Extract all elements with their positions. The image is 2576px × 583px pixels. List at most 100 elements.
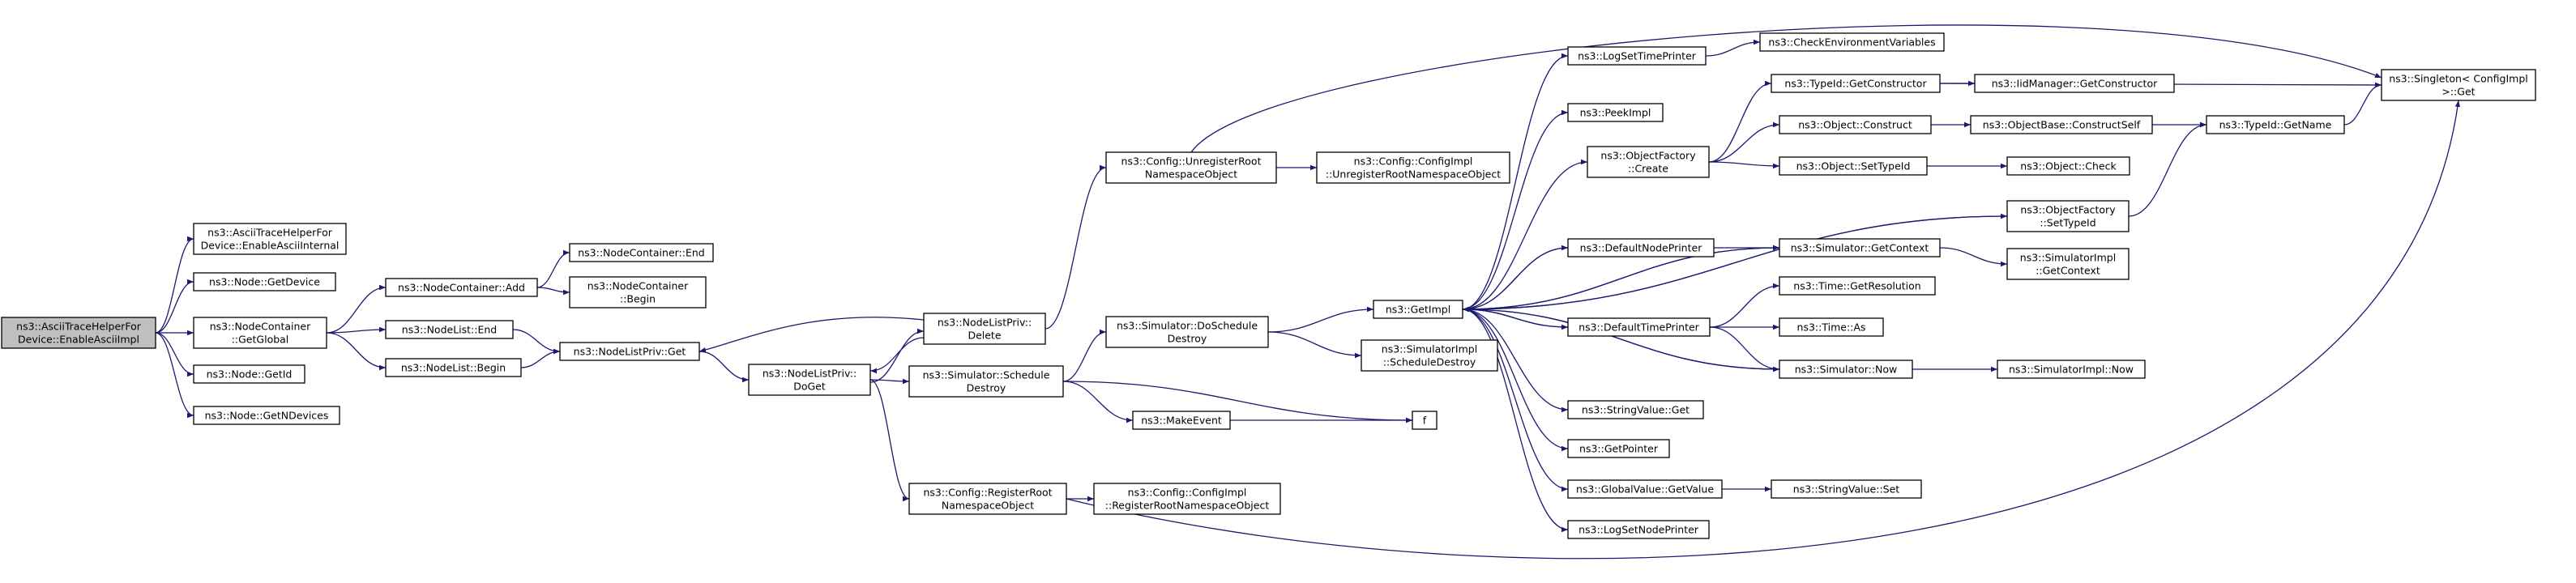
node-box bbox=[1105, 151, 1277, 184]
edge-cfgRegRoot-to-singletonGet bbox=[1066, 100, 2461, 560]
node-label: ns3::GetImpl bbox=[1386, 304, 1450, 316]
node-getPointer[interactable]: ns3::GetPointer bbox=[1567, 439, 1670, 458]
node-label: ns3::StringValue::Set bbox=[1793, 483, 1899, 496]
node-ofSetTypeId[interactable]: ns3::ObjectFactory::SetTypeId bbox=[2006, 200, 2130, 232]
node-box bbox=[559, 342, 700, 361]
node-label: ns3::Config::RegisterRoot bbox=[923, 487, 1052, 499]
edge-logSetTimePrinter-to-checkEnv bbox=[1705, 39, 1761, 57]
edge-nlpDoGet-to-cfgRegRoot bbox=[869, 379, 910, 502]
node-strValGet[interactable]: ns3::StringValue::Get bbox=[1567, 400, 1704, 419]
node-nlpDelete[interactable]: ns3::NodeListPriv::Delete bbox=[923, 313, 1046, 345]
node-timeAs[interactable]: ns3::Time::As bbox=[1779, 317, 1884, 337]
node-nodeGetNDevices[interactable]: ns3::Node::GetNDevices bbox=[193, 406, 340, 425]
node-makeEvent[interactable]: ns3::MakeEvent bbox=[1132, 411, 1231, 430]
node-cfgUnregRoot[interactable]: ns3::Config::UnregisterRootNamespaceObje… bbox=[1105, 151, 1277, 184]
node-box bbox=[1779, 360, 1913, 379]
node-getImpl[interactable]: ns3::GetImpl bbox=[1373, 300, 1463, 319]
node-box bbox=[1412, 411, 1438, 430]
node-typeIdGetName[interactable]: ns3::TypeId::GetName bbox=[2206, 115, 2345, 134]
node-label: ns3::Config::ConfigImpl bbox=[1354, 155, 1473, 168]
node-ncBegin[interactable]: ns3::NodeContainer::Begin bbox=[569, 276, 707, 309]
node-box bbox=[1361, 339, 1498, 372]
node-nlpDoGet[interactable]: ns3::NodeListPriv::DoGet bbox=[748, 364, 871, 396]
edge-nlpDoGet-to-simSchedDestroy bbox=[869, 378, 910, 385]
node-defTimePrinter[interactable]: ns3::DefaultTimePrinter bbox=[1567, 317, 1711, 337]
node-cfgImplRegRoot[interactable]: ns3::Config::ConfigImpl::RegisterRootNam… bbox=[1093, 483, 1281, 515]
node-label: NamespaceObject bbox=[1145, 168, 1237, 181]
node-label: ::RegisterRootNamespaceObject bbox=[1105, 500, 1270, 512]
node-ncAdd[interactable]: ns3::NodeContainer::Add bbox=[385, 278, 538, 297]
node-ncGetGlobal[interactable]: ns3::NodeContainer::GetGlobal bbox=[193, 317, 327, 349]
node-nlBegin[interactable]: ns3::NodeList::Begin bbox=[385, 358, 522, 377]
edge-objFactCreate-to-objConstruct bbox=[1708, 121, 1780, 163]
node-box bbox=[193, 272, 336, 292]
edge-root-to-nodeGetId bbox=[155, 332, 194, 377]
node-simNow[interactable]: ns3::Simulator::Now bbox=[1779, 360, 1913, 379]
node-objFactCreate[interactable]: ns3::ObjectFactory::Create bbox=[1587, 146, 1710, 178]
node-simGetContext[interactable]: ns3::Simulator::GetContext bbox=[1779, 238, 1941, 257]
node-checkEnv[interactable]: ns3::CheckEnvironmentVariables bbox=[1759, 32, 1945, 52]
edge-getImpl-to-objFactCreate bbox=[1462, 159, 1588, 310]
node-box bbox=[1567, 103, 1664, 122]
node-label: DoGet bbox=[793, 381, 826, 393]
edge-simGetContext-to-getImpl bbox=[1462, 247, 1780, 313]
node-enableAsciiInternal[interactable]: ns3::AsciiTraceHelperForDevice::EnableAs… bbox=[193, 223, 347, 255]
node-cfgImplUnregRoot[interactable]: ns3::Config::ConfigImpl::UnregisterRootN… bbox=[1316, 151, 1510, 184]
node-logSetTimePrinter[interactable]: ns3::LogSetTimePrinter bbox=[1567, 46, 1707, 66]
node-simSchedDestroy[interactable]: ns3::Simulator::ScheduleDestroy bbox=[908, 365, 1064, 398]
node-label: Delete bbox=[968, 330, 1001, 342]
node-box bbox=[1779, 156, 1928, 176]
node-box bbox=[1567, 439, 1670, 458]
node-f[interactable]: f bbox=[1412, 411, 1438, 430]
node-peekImpl[interactable]: ns3::PeekImpl bbox=[1567, 103, 1664, 122]
node-timeGetRes[interactable]: ns3::Time::GetResolution bbox=[1779, 276, 1936, 296]
node-nodeGetDevice[interactable]: ns3::Node::GetDevice bbox=[193, 272, 336, 292]
node-simImplNow[interactable]: ns3::SimulatorImpl::Now bbox=[1997, 360, 2146, 379]
node-box bbox=[1567, 400, 1704, 419]
node-nlpGet[interactable]: ns3::NodeListPriv::Get bbox=[559, 342, 700, 361]
node-label: ns3::Node::GetDevice bbox=[209, 276, 320, 288]
edge-cfgUnregRoot-to-singletonGet bbox=[1190, 24, 2382, 153]
node-label: ns3::NodeListPriv:: bbox=[938, 317, 1032, 329]
node-label: ns3::SimulatorImpl bbox=[2020, 252, 2116, 264]
node-strValSet[interactable]: ns3::StringValue::Set bbox=[1771, 479, 1922, 499]
node-label: ns3::Singleton< ConfigImpl bbox=[2389, 73, 2528, 85]
node-box bbox=[385, 320, 514, 339]
node-cfgRegRoot[interactable]: ns3::Config::RegisterRootNamespaceObject bbox=[908, 483, 1067, 515]
edge-simGetContext-to-simImplGetContext bbox=[1939, 247, 2008, 267]
node-label: ns3::GlobalValue::GetValue bbox=[1576, 483, 1714, 496]
node-label: ns3::CheckEnvironmentVariables bbox=[1768, 36, 1935, 49]
node-typeIdGetCtor[interactable]: ns3::TypeId::GetConstructor bbox=[1771, 74, 1941, 93]
node-box bbox=[1567, 520, 1710, 539]
node-box bbox=[1567, 46, 1707, 66]
node-root[interactable]: ns3::AsciiTraceHelperForDevice::EnableAs… bbox=[1, 317, 156, 349]
node-objCheck[interactable]: ns3::Object::Check bbox=[2006, 156, 2130, 176]
node-singletonGet[interactable]: ns3::Singleton< ConfigImpl >::Get bbox=[2381, 69, 2536, 101]
edge-simSchedDestroy-to-makeEvent bbox=[1062, 381, 1134, 423]
node-ncEnd[interactable]: ns3::NodeContainer::End bbox=[569, 243, 714, 262]
node-label: ns3::IidManager::GetConstructor bbox=[1992, 78, 2158, 90]
node-logSetNodePrinter[interactable]: ns3::LogSetNodePrinter bbox=[1567, 520, 1710, 539]
node-gvGetValue[interactable]: ns3::GlobalValue::GetValue bbox=[1567, 479, 1723, 499]
edge-getImpl-to-logSetNodePrinter bbox=[1462, 309, 1569, 533]
node-objConstruct[interactable]: ns3::Object::Construct bbox=[1779, 115, 1932, 134]
node-label: ns3::Simulator::DoSchedule bbox=[1117, 320, 1258, 332]
node-box bbox=[193, 317, 327, 349]
node-box bbox=[1, 317, 156, 349]
node-objSetTypeId[interactable]: ns3::Object::SetTypeId bbox=[1779, 156, 1928, 176]
node-simImplGetContext[interactable]: ns3::SimulatorImpl::GetContext bbox=[2006, 248, 2130, 280]
node-box bbox=[385, 358, 522, 377]
node-label: ns3::SimulatorImpl bbox=[1382, 343, 1477, 355]
node-iidGetCtor[interactable]: ns3::IidManager::GetConstructor bbox=[1974, 74, 2175, 93]
node-box bbox=[193, 364, 305, 384]
node-nodeGetId[interactable]: ns3::Node::GetId bbox=[193, 364, 305, 384]
node-label: ns3::Simulator::Now bbox=[1795, 364, 1898, 376]
node-nlEnd[interactable]: ns3::NodeList::End bbox=[385, 320, 514, 339]
edge-nlEnd-to-nlpGet bbox=[512, 329, 561, 355]
node-simImplSchedDestroy[interactable]: ns3::SimulatorImpl::ScheduleDestroy bbox=[1361, 339, 1498, 372]
node-label: ns3::NodeListPriv::Get bbox=[574, 346, 686, 358]
node-objBaseConstructSelf[interactable]: ns3::ObjectBase::ConstructSelf bbox=[1970, 115, 2153, 134]
node-label: ns3::ObjectBase::ConstructSelf bbox=[1983, 119, 2141, 131]
node-defNodePrinter[interactable]: ns3::DefaultNodePrinter bbox=[1567, 238, 1715, 257]
